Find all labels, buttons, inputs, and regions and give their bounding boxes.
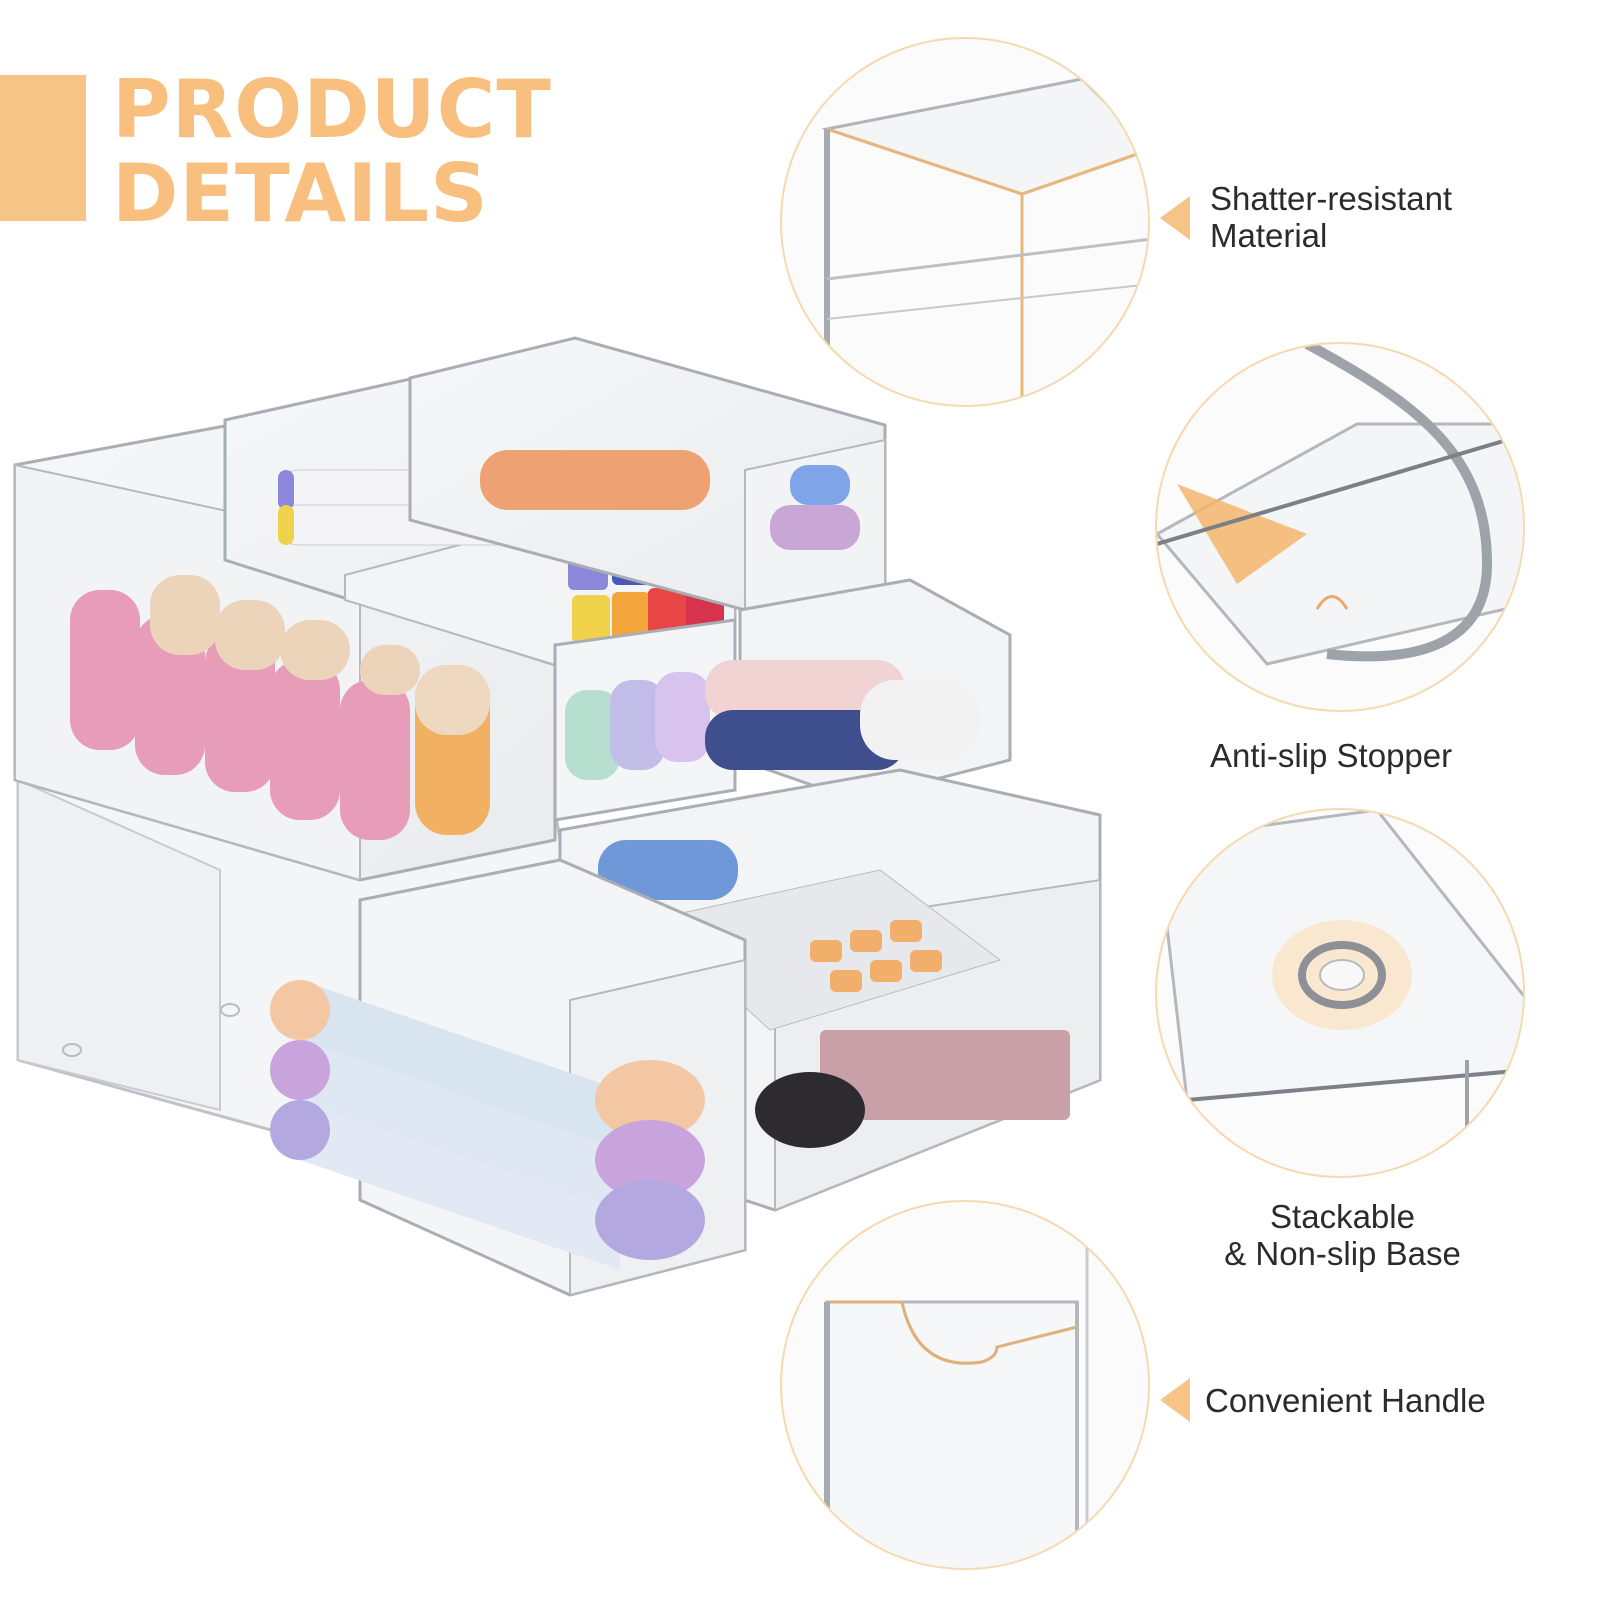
detail-circle-material: [780, 37, 1150, 407]
arrow-left-icon: [1160, 1378, 1190, 1422]
title-line-product: PRODUCT: [112, 63, 552, 156]
open-small-drawer: [705, 578, 1012, 802]
small-top-drawer: [408, 336, 887, 612]
detail-circle-base: [1155, 808, 1525, 1178]
wide-marker-drawer: [270, 858, 747, 1297]
detail-circle-handle: [780, 1200, 1150, 1570]
feature-label-material: Shatter-resistant Material: [1210, 180, 1453, 254]
feature-label-handle: Convenient Handle: [1205, 1382, 1486, 1419]
title-accent-block: [0, 75, 86, 221]
tape-drawer: [553, 618, 737, 822]
title-line-details: DETAILS: [112, 147, 489, 240]
feature-label-base: Stackable & Non-slip Base: [1224, 1198, 1461, 1272]
arrow-left-icon: [1160, 196, 1190, 240]
product-illustration: [13, 336, 1102, 1297]
page-title: PRODUCT DETAILS: [112, 68, 552, 236]
detail-circle-stopper: [1155, 342, 1525, 712]
feature-label-stopper: Anti-slip Stopper: [1210, 737, 1453, 774]
